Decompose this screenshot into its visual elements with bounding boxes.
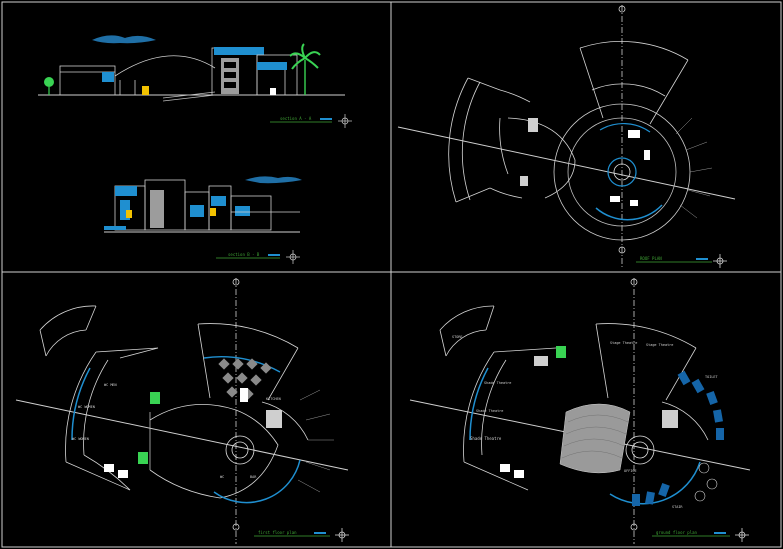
cloud-shape	[92, 35, 156, 44]
room-label: Stage Theatre	[610, 341, 637, 345]
tree-icon	[44, 77, 54, 95]
room-label: KITCHEN	[266, 397, 281, 401]
section-a-label: section A - A	[280, 116, 312, 121]
room-label: Shade Theatre	[470, 436, 502, 441]
roof-plan-panel: ROOF PLAN	[397, 5, 736, 268]
room-label: OFFICE	[624, 469, 637, 473]
parking-boxes	[632, 370, 724, 506]
ground-floor-plan-panel: STORE Shade Theatre Shade Theatre Shade …	[409, 278, 751, 544]
roof-plan-title: ROOF PLAN	[640, 256, 662, 261]
room-label: WC	[220, 475, 224, 479]
room-label: Shade Theatre	[476, 409, 503, 413]
room-label: TOILET	[705, 375, 719, 379]
north-marker	[713, 254, 727, 268]
section-b-label: section B - B	[228, 252, 260, 257]
room-label: Shade Theatre	[484, 381, 511, 385]
elevation-panel: section A - A section B - B	[38, 35, 352, 264]
north-marker	[338, 114, 352, 128]
room-label: STAIR	[672, 505, 683, 509]
ground-floor-plan-title: ground floor plan	[656, 530, 698, 535]
room-label: WC WOMEN	[78, 405, 95, 409]
north-marker	[286, 250, 300, 264]
palm-tree-icon	[289, 43, 321, 95]
room-label: WC MEN	[104, 383, 117, 387]
north-marker	[735, 528, 749, 542]
first-floor-plan-title: first floor plan	[258, 530, 297, 535]
room-label: BAR	[250, 475, 257, 479]
room-label: Stage Theatre	[646, 343, 673, 347]
room-label: STORE	[452, 335, 463, 339]
room-label: WC WOMEN	[72, 437, 89, 441]
hatched-area	[218, 358, 272, 400]
north-marker	[335, 528, 349, 542]
theatre-seating	[559, 403, 631, 474]
first-floor-plan-panel: WC MEN WC WOMEN WC WOMEN KITCHEN WC BAR …	[15, 278, 349, 544]
